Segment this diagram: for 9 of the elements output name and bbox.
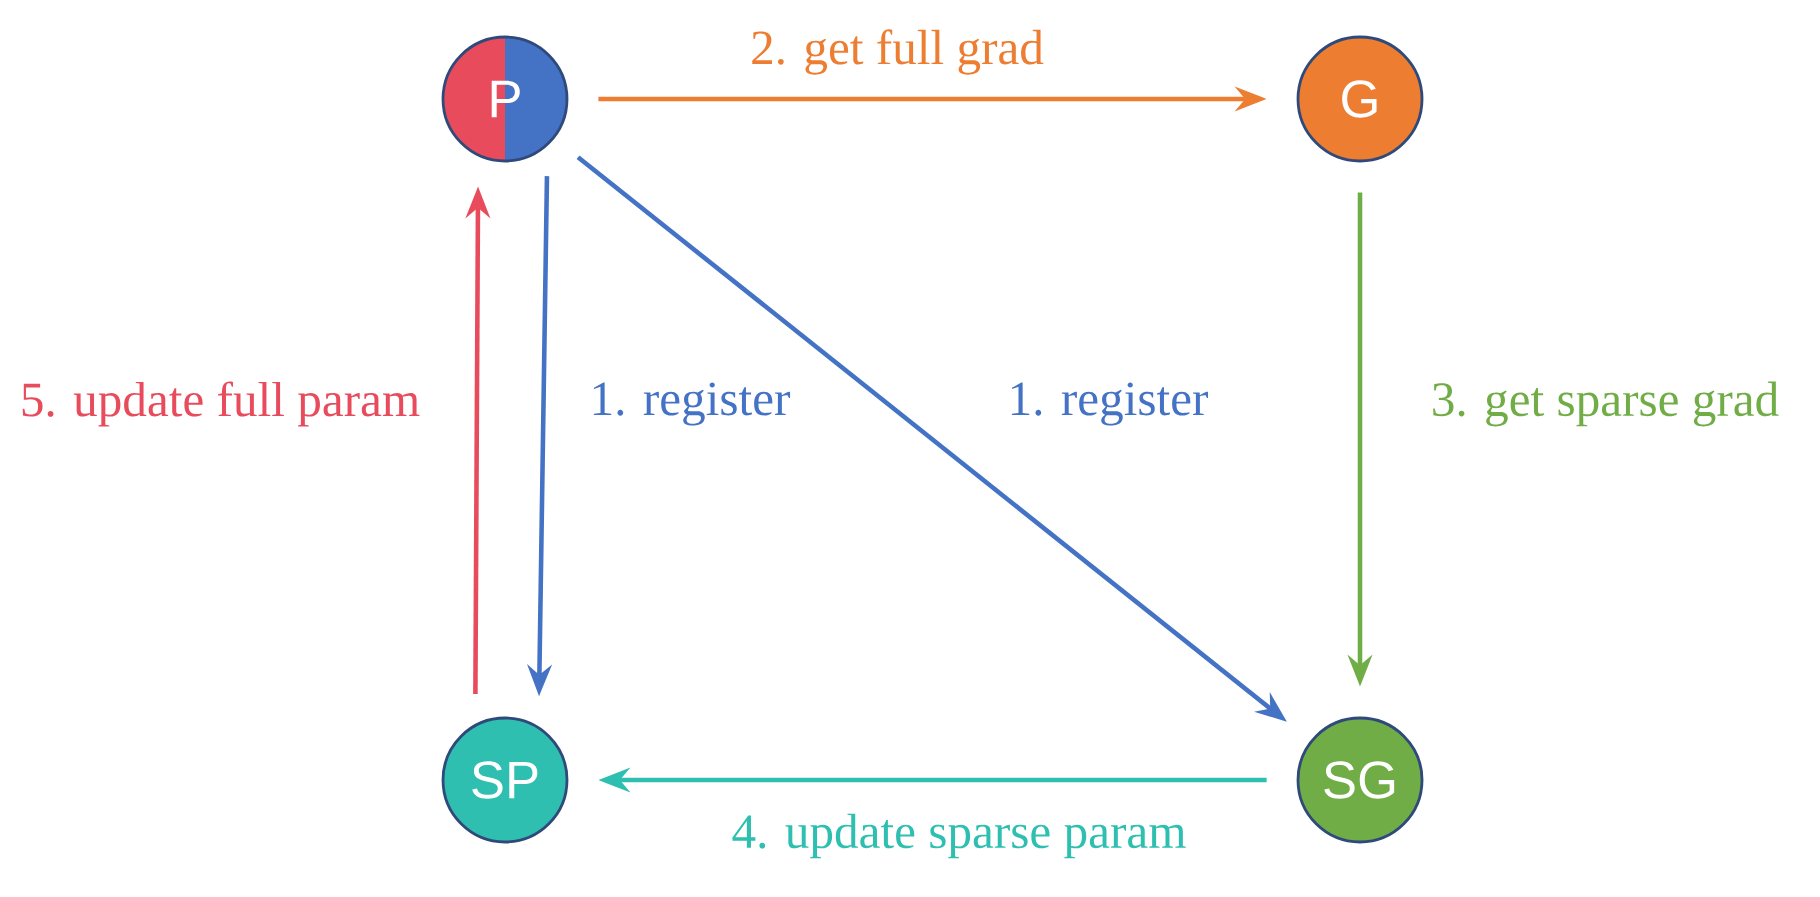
edge-label: 5. update full param <box>12 374 428 434</box>
edge-label: 1. register <box>582 375 798 433</box>
circle-node: SG <box>1296 716 1424 844</box>
edge-label: 2. get full grad <box>743 22 1051 82</box>
circle-node: G <box>1296 35 1424 163</box>
edge-label: 1. register <box>1000 375 1216 433</box>
edge-label: 3. get sparse grad <box>1423 374 1787 434</box>
edge-label: 4. update sparse param <box>724 806 1194 866</box>
circle-node: SP <box>441 716 569 844</box>
